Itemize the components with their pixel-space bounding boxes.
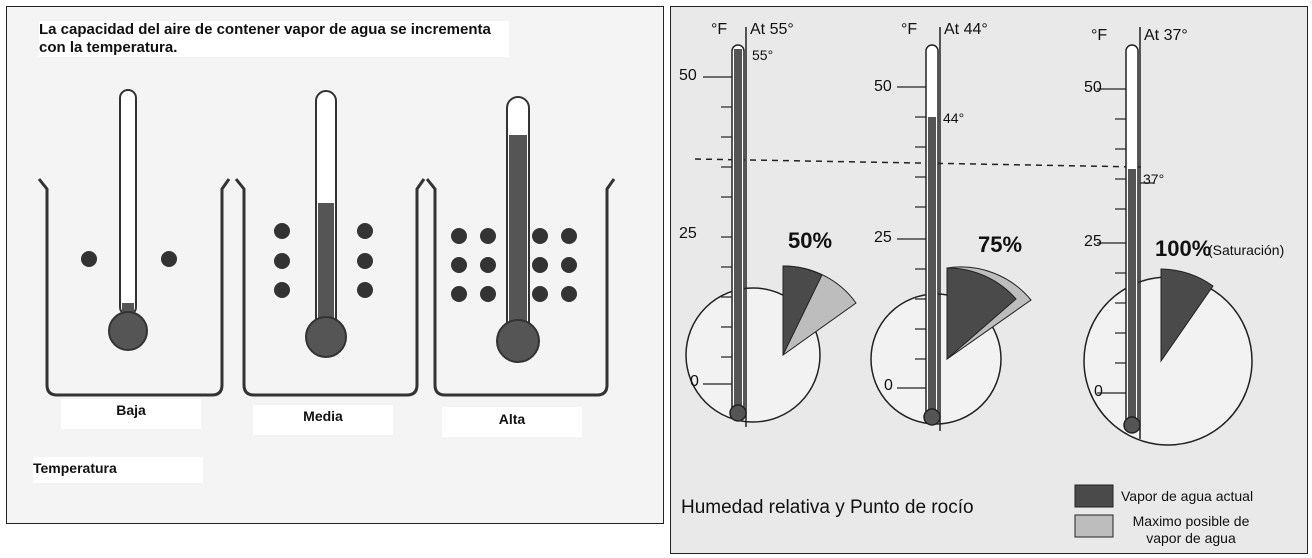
vapor-dot (451, 286, 467, 302)
beaker-high (425, 96, 616, 397)
scale-label-50: 50 (679, 67, 697, 84)
thermometer-fill (734, 49, 742, 417)
percent-label: 75% (978, 232, 1023, 257)
beakers-panel: La capacidad del aire de contener vapor … (6, 6, 664, 524)
vapor-dot (357, 282, 373, 298)
reading-label: 37° (1143, 171, 1165, 187)
legend-swatch-actual (1074, 484, 1114, 508)
vapor-dot (532, 286, 548, 302)
beaker-medium (234, 90, 426, 397)
vapor-dot (532, 228, 548, 244)
thermometer-fill (318, 203, 334, 341)
legend-swatch-max (1074, 514, 1114, 538)
percent-label: 50% (788, 228, 833, 253)
thermometer-header: At 55° (750, 21, 794, 38)
vapor-dot (561, 286, 577, 302)
vapor-dot (274, 253, 290, 269)
vapor-dot (451, 228, 467, 244)
scale-label-25: 25 (874, 229, 892, 246)
beaker-label-high: Alta (442, 407, 582, 437)
thermometer-bulb (496, 319, 540, 363)
thermometer-header: At 37° (1144, 27, 1188, 44)
thermometer-header: At 44° (944, 21, 988, 38)
scale-label-25: 25 (1084, 233, 1102, 250)
scale-label-25: 25 (679, 225, 697, 242)
unit-label: °F (1091, 27, 1108, 44)
beaker-low (37, 89, 231, 397)
vapor-dot (480, 257, 496, 273)
beaker-label-low: Baja (61, 399, 201, 429)
unit-label: °F (901, 21, 918, 38)
panel-title: Humedad relativa y Punto de rocío (681, 497, 974, 518)
vapor-dot (357, 253, 373, 269)
vapor-dot (480, 286, 496, 302)
dew-point-line (694, 158, 1142, 168)
thermometer-44 (870, 27, 1032, 431)
panel-title: La capacidad del aire de contener vapor … (39, 21, 509, 57)
vapor-dot (561, 228, 577, 244)
beakers-diagram (37, 89, 616, 397)
thermometer-bulb (108, 311, 148, 351)
thermometer-fill (1128, 169, 1136, 429)
saturation-note: (Saturación) (1208, 242, 1285, 258)
vapor-dot (451, 257, 467, 273)
scale-label-50: 50 (1084, 79, 1102, 96)
thermometer-bulb (305, 316, 347, 358)
scale-label-0: 0 (884, 377, 893, 394)
thermometer-tube (119, 89, 137, 316)
vapor-dot (161, 251, 177, 267)
unit-label: °F (711, 21, 728, 38)
reading-label: 55° (752, 47, 774, 63)
temperature-label: Temperatura (33, 457, 203, 483)
vapor-dot (532, 257, 548, 273)
percent-label: 100% (1155, 236, 1212, 261)
vapor-dot (274, 282, 290, 298)
thermometer-fill (928, 117, 936, 421)
vapor-dot (357, 223, 373, 239)
scale-label-50: 50 (874, 78, 892, 95)
vapor-dot (561, 257, 577, 273)
scale-label-0: 0 (1094, 383, 1103, 400)
vapor-dot (274, 223, 290, 239)
legend-label-max: Maximo posible de vapor de agua (1132, 513, 1250, 546)
thermometer-55 (685, 27, 857, 427)
actual-vapor-wedge (1160, 268, 1214, 363)
thermometer-37 (1083, 27, 1253, 446)
actual-vapor-wedge (946, 267, 1017, 361)
vapor-dot (480, 228, 496, 244)
vapor-dot (81, 251, 97, 267)
scale-label-0: 0 (690, 373, 699, 390)
beaker-label-medium: Media (253, 405, 393, 435)
legend-label-actual: Vapor de agua actual (1121, 488, 1254, 504)
reading-label: 44° (943, 110, 965, 126)
actual-vapor-wedge (782, 265, 823, 356)
thermometer-fill (509, 135, 527, 345)
thermometer-diagram (685, 27, 1253, 538)
dew-point-panel: °F At 55° 55° 50 25 0 50% °F At 44° 44° … (670, 6, 1308, 554)
